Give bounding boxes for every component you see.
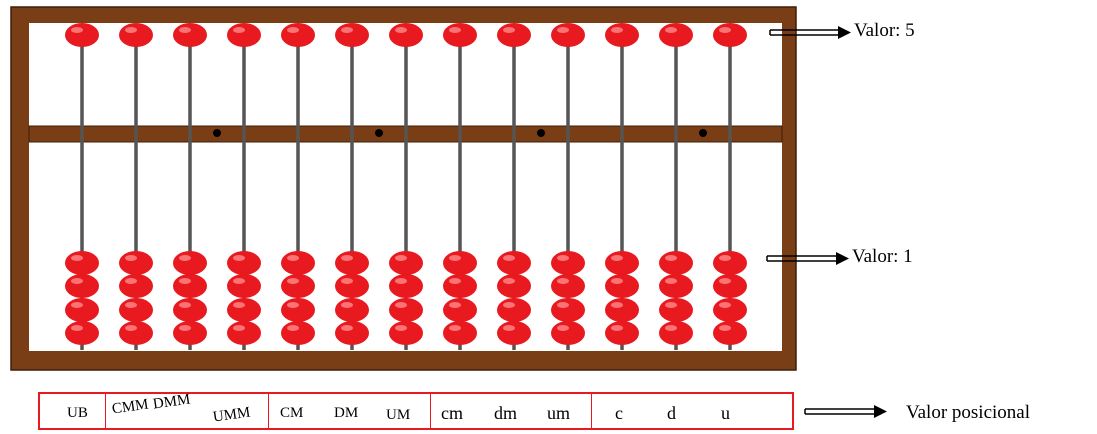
place-value-cell: UM [386,407,411,423]
lower-bead [713,321,747,345]
lower-bead [497,298,531,322]
place-value-cell: DM [334,405,359,421]
upper-bead [335,23,369,47]
lower-bead [659,298,693,322]
lower-bead [713,298,747,322]
lower-bead [443,321,477,345]
upper-bead [605,23,639,47]
place-value-cell: um [547,403,571,423]
lower-bead [497,251,531,275]
lower-bead [173,321,207,345]
place-value-table: UB CMM DMM UMM CM DM UM cm dm um c d u [38,391,794,430]
lower-bead [281,298,315,322]
beam-marker-dot [699,129,707,137]
beam-marker-dot [213,129,221,137]
lower-bead [605,251,639,275]
upper-bead [227,23,261,47]
lower-bead [227,321,261,345]
lower-bead [443,251,477,275]
lower-bead [173,251,207,275]
lower-bead [389,298,423,322]
place-value-cell: UB [67,405,88,421]
upper-bead [389,23,423,47]
lower-value-label: Valor: 1 [852,246,913,267]
upper-value-label: Valor: 5 [854,20,915,41]
upper-bead [551,23,585,47]
lower-bead [119,251,153,275]
lower-bead [389,321,423,345]
lower-bead [65,298,99,322]
lower-bead [605,321,639,345]
upper-bead [497,23,531,47]
place-value-cell: CM [280,405,304,421]
lower-bead [605,274,639,298]
upper-bead [173,23,207,47]
place-value-divider [268,394,269,428]
place-value-cell: dm [494,403,518,423]
lower-bead [497,321,531,345]
lower-bead [119,321,153,345]
upper-arrow-icon [769,26,851,39]
lower-bead [335,321,369,345]
upper-bead [65,23,99,47]
lower-bead [659,321,693,345]
place-value-cell: UMM [211,404,252,426]
lower-bead [389,251,423,275]
lower-bead [65,321,99,345]
place-value-cell: c [615,403,623,423]
lower-bead [281,251,315,275]
lower-bead [173,298,207,322]
place-value-cell: u [721,403,730,423]
lower-bead [227,251,261,275]
lower-bead [65,274,99,298]
lower-bead [551,321,585,345]
lower-bead [281,274,315,298]
place-value-divider [105,394,106,428]
lower-bead [659,274,693,298]
lower-bead [227,274,261,298]
beam-marker-dot [375,129,383,137]
lower-bead [497,274,531,298]
place-value-cell: d [667,403,676,423]
lower-bead [335,274,369,298]
lower-bead [605,298,639,322]
upper-bead [713,23,747,47]
lower-bead [335,298,369,322]
lower-bead [119,298,153,322]
lower-bead [659,251,693,275]
lower-bead [281,321,315,345]
lower-bead [551,298,585,322]
beam-marker-dot [537,129,545,137]
lower-bead [65,251,99,275]
positional-value-label: Valor posicional [906,402,1031,423]
lower-bead [443,298,477,322]
upper-bead [119,23,153,47]
upper-bead [281,23,315,47]
place-value-cell: cm [441,403,463,423]
lower-bead [173,274,207,298]
lower-bead [335,251,369,275]
upper-bead [443,23,477,47]
lower-bead [551,274,585,298]
lower-arrow-icon [766,252,849,265]
place-value-divider [591,394,592,428]
lower-bead [713,251,747,275]
place-value-cell: DMM [151,391,192,413]
lower-bead [443,274,477,298]
positional-arrow-icon [804,405,887,418]
lower-bead [119,274,153,298]
lower-bead [227,298,261,322]
upper-bead [659,23,693,47]
lower-bead [551,251,585,275]
place-value-cell: CMM [110,396,150,418]
place-value-divider [430,394,431,428]
lower-bead [713,274,747,298]
lower-bead [389,274,423,298]
